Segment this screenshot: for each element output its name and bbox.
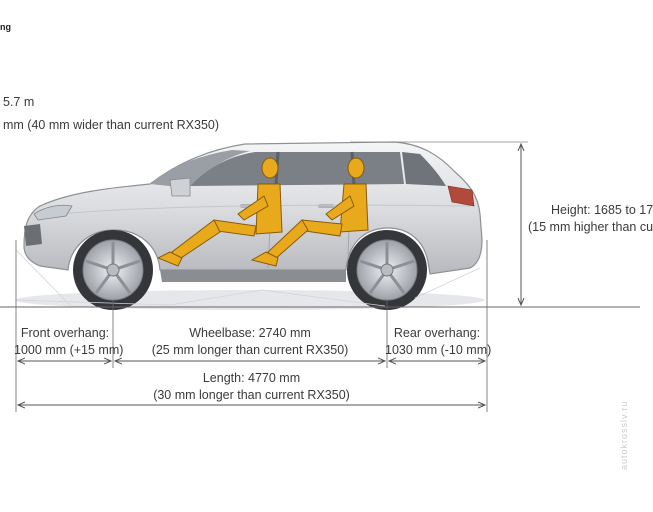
length-label: Length: 4770 mm xyxy=(202,371,301,385)
front-overhang-label: Front overhang: xyxy=(20,326,110,340)
windshield xyxy=(150,150,250,188)
body-crease xyxy=(59,204,471,215)
approach-departure-lines xyxy=(15,249,481,307)
wheelbase-label: Wheelbase: 2740 mm xyxy=(189,326,311,340)
length-note: (30 mm longer than current RX350) xyxy=(153,388,350,402)
height-label: Height: 1685 to 17 xyxy=(551,203,653,217)
lower-trim xyxy=(160,270,346,282)
height-note: (15 mm higher than cu xyxy=(528,220,653,234)
rear-overhang-label: Rear overhang: xyxy=(393,326,481,340)
extension-lines xyxy=(15,240,488,412)
front-overhang-value: 1000 mm (+15 mm) xyxy=(14,343,124,357)
driver-mannequin xyxy=(156,157,283,267)
passenger-mannequin xyxy=(250,157,369,267)
front-wheel xyxy=(73,230,153,310)
side-mirror xyxy=(169,177,191,197)
wheelbase-note: (25 mm longer than current RX350) xyxy=(151,343,349,357)
turning-circle-label: 5.7 m xyxy=(3,95,35,109)
headlight xyxy=(33,204,73,221)
corner-label: ng xyxy=(0,22,11,32)
rear-window xyxy=(402,152,446,186)
rear-wheel xyxy=(347,230,427,310)
watermark-text: autokrosslv.ru xyxy=(619,400,629,470)
taillight xyxy=(447,185,475,207)
width-note: mm (40 mm wider than current RX350) xyxy=(3,118,220,132)
rear-overhang-value: 1030 mm (-10 mm) xyxy=(385,343,492,357)
rear-door-handle xyxy=(318,204,334,208)
grille xyxy=(24,224,42,246)
